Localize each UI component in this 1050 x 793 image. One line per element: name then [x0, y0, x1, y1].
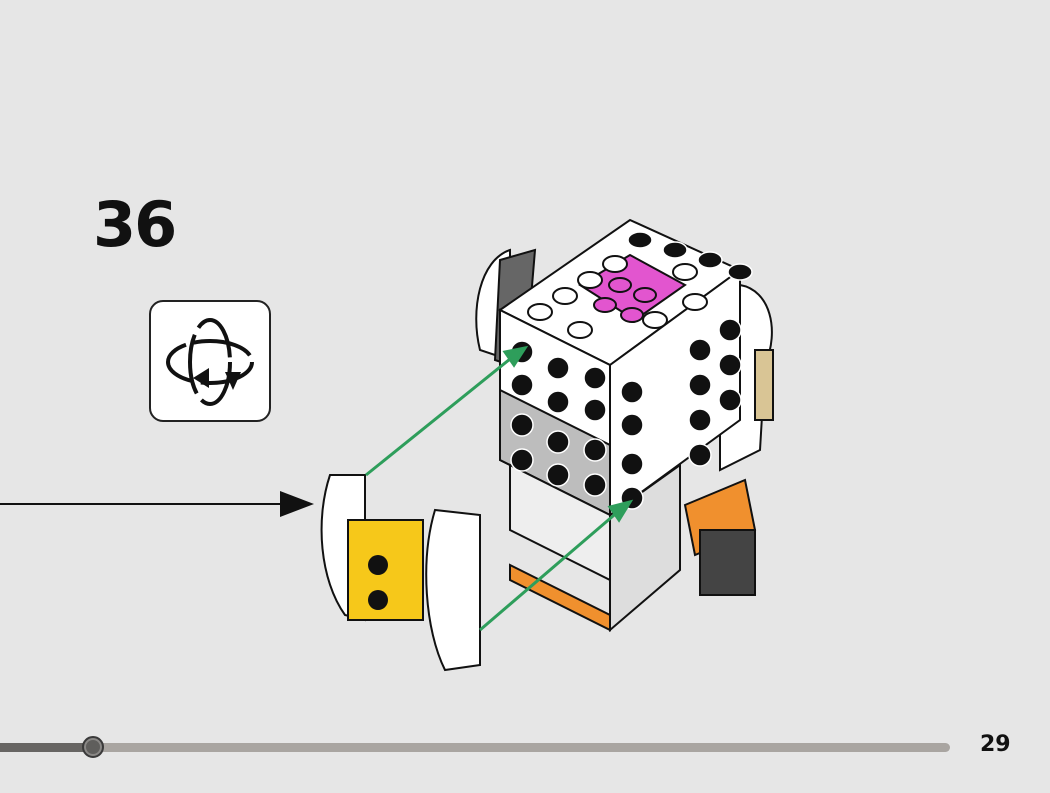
model-illustration	[320, 218, 774, 672]
arrow-right-icon	[280, 491, 314, 517]
rotate-model-icon	[166, 318, 254, 406]
step-number: 36	[93, 188, 177, 261]
progress-slider-handle[interactable]	[82, 736, 104, 758]
pointer-line	[0, 503, 290, 505]
progress-slider-track[interactable]	[0, 743, 950, 752]
progress-slider-fill	[0, 743, 93, 752]
rotate-model-callout	[149, 300, 271, 422]
page-number: 29	[980, 732, 1011, 757]
